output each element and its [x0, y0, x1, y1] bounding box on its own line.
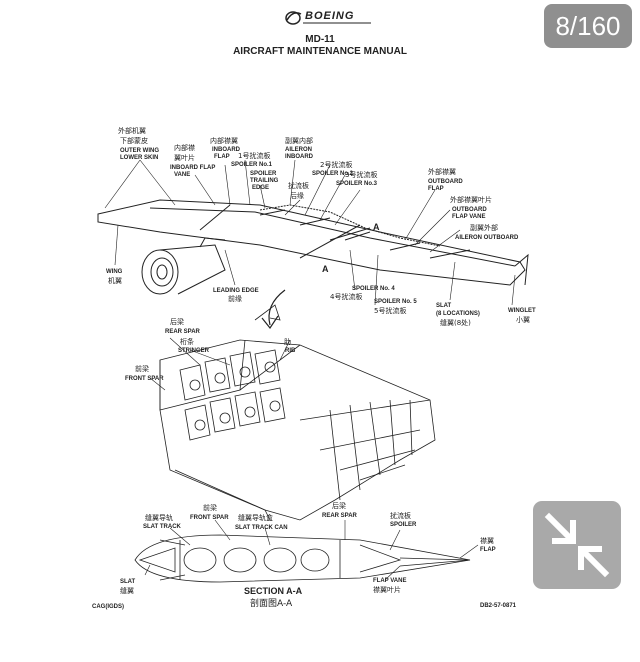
label-section-marker-top: A: [373, 222, 380, 232]
label-stringer-cn: 桁条: [180, 337, 194, 346]
label-aileron-inboard-cn: 副翼内部: [285, 136, 313, 145]
label-slat-track-can: SLAT TRACK CAN: [235, 525, 288, 531]
label-rear-spar2: REAR SPAR: [322, 513, 358, 519]
label-outer-wing: OUTER WING: [120, 148, 159, 154]
collapse-arrows-icon: [544, 512, 610, 578]
label-outboard-flap-cn: 外部襟翼: [428, 167, 456, 176]
label-spoiler4: SPOILER No. 4: [352, 286, 395, 292]
label-spoiler-edge-cn2: 后缘: [290, 191, 304, 200]
label-aileron-inboard-2: INBOARD: [285, 154, 314, 160]
label-slat-cn: 缝翼(8处): [440, 318, 471, 327]
label-spoiler-edge-cn1: 扰流板: [288, 181, 309, 190]
label-flap-cn: 襟翼: [480, 536, 494, 545]
label-rib: RIB: [285, 348, 296, 354]
label-wing-cn: 机翼: [108, 276, 122, 285]
label-slat-track-cn: 缝翼导轨: [145, 513, 173, 522]
label-front-spar2-cn: 前梁: [203, 503, 217, 512]
collapse-button[interactable]: [533, 501, 621, 589]
label-slat-track: SLAT TRACK: [143, 524, 182, 530]
label-spoiler1-cn: 1号扰流板: [238, 151, 270, 160]
engine-nacelle: [141, 237, 226, 295]
label-front-spar2: FRONT SPAR: [190, 515, 229, 521]
label-spoiler2: SPOILER No.2: [312, 171, 354, 177]
label-wing: WING: [106, 269, 123, 275]
label-winglet-cn: 小翼: [516, 315, 530, 324]
label-spoiler3-cn: 3号扰流板: [345, 170, 377, 179]
label-spoiler3: SPOILER No.3: [336, 181, 378, 187]
label-flap: FLAP: [480, 547, 496, 553]
label-front-spar-cn: 前梁: [135, 364, 149, 373]
label-slat-2: (8 LOCATIONS): [436, 311, 480, 317]
label-spoiler5: SPOILER No. 5: [374, 299, 417, 305]
diagram-labels: 外部机翼 下部蒙皮 OUTER WING LOWER SKIN 内部襟 翼叶片 …: [92, 126, 536, 610]
label-outboard-flap-vane-1: OUTBOARD: [452, 207, 487, 213]
label-flap-vane: FLAP VANE: [373, 578, 406, 584]
label-slat-1: SLAT: [436, 303, 452, 309]
label-inboard-flap-2: FLAP: [214, 154, 230, 160]
label-inboard-flap-cn: 内部襟翼: [210, 136, 238, 145]
label-section-title: SECTION A-A: [244, 586, 303, 596]
label-leading-edge: LEADING EDGE: [213, 288, 259, 294]
page-header: BOEING MD-11 AIRCRAFT MAINTENANCE MANUAL: [0, 0, 640, 70]
brand-wordmark: BOEING: [305, 10, 355, 22]
label-outer-wing-cn2: 下部蒙皮: [120, 136, 148, 145]
label-inboard-flap-vane-1: INBOARD FLAP: [170, 165, 215, 171]
label-inboard-flap-1: INBOARD: [212, 147, 241, 153]
wing-outline: [97, 199, 529, 286]
section-a-a-profile: [134, 534, 471, 583]
label-slat-track-can-cn: 缝翼导轨盒: [238, 513, 273, 522]
label-section-marker-bottom: A: [322, 264, 329, 274]
label-front-spar: FRONT SPAR: [125, 376, 164, 382]
label-spoiler: SPOILER: [390, 522, 417, 528]
label-spoiler4-cn: 4号扰流板: [330, 292, 362, 301]
label-rear-spar: REAR SPAR: [165, 329, 201, 335]
section-cut-arrow-icon: [261, 289, 286, 330]
label-inboard-flap-vane-cn1: 内部襟: [174, 143, 195, 152]
label-outer-wing-cn: 外部机翼: [118, 126, 146, 135]
page-counter: 8/160: [544, 4, 632, 48]
footer-right-code: DB2-57-0871: [480, 603, 517, 609]
label-spoiler-trailing-1: SPOILER: [250, 171, 277, 177]
label-rear-spar2-cn: 后梁: [332, 501, 346, 510]
label-outboard-flap-vane-2: FLAP VANE: [452, 214, 485, 220]
label-spoiler-trailing-2: TRAILING: [250, 178, 279, 184]
label-winglet: WINGLET: [508, 308, 536, 314]
label-spoiler-cn: 扰流板: [390, 511, 411, 520]
boeing-logo-icon: [285, 11, 371, 25]
label-stringer: STRINGER: [178, 348, 210, 354]
label-outboard-flap-1: OUTBOARD: [428, 179, 463, 185]
label-spoiler5-cn: 5号扰流板: [374, 306, 406, 315]
label-spoiler-trailing-3: EDGE: [252, 185, 269, 191]
manual-title: AIRCRAFT MAINTENANCE MANUAL: [233, 46, 407, 57]
footer-left-code: CAG(IGDS): [92, 604, 124, 610]
label-slat2: SLAT: [120, 579, 136, 585]
label-outboard-flap-vane-cn: 外部襟翼叶片: [450, 195, 492, 204]
label-inboard-flap-vane-cn2: 翼叶片: [174, 153, 195, 162]
leader-lines: [104, 159, 516, 581]
label-aileron-inboard-1: AILERON: [285, 147, 312, 153]
label-flap-vane-cn: 襟翼叶片: [373, 585, 401, 594]
label-aileron-outboard-cn: 副翼外部: [470, 223, 498, 232]
label-lower-skin: LOWER SKIN: [120, 155, 158, 161]
label-spoiler1: SPOILER No.1: [231, 162, 273, 168]
label-aileron-outboard: AILERON OUTBOARD: [455, 235, 519, 241]
aircraft-model: MD-11: [305, 34, 335, 45]
label-slat2-cn: 缝翼: [120, 586, 134, 595]
label-rib-cn: 肋: [284, 337, 291, 346]
label-rear-spar-cn: 后梁: [170, 317, 184, 326]
label-spoiler2-cn: 2号扰流板: [320, 160, 352, 169]
label-section-title-cn: 剖面图A-A: [250, 597, 293, 609]
label-inboard-flap-vane-2: VANE: [174, 172, 190, 178]
label-leading-edge-cn: 前缘: [228, 294, 242, 303]
label-outboard-flap-2: FLAP: [428, 186, 444, 192]
wing-box-cutaway: [159, 304, 436, 521]
